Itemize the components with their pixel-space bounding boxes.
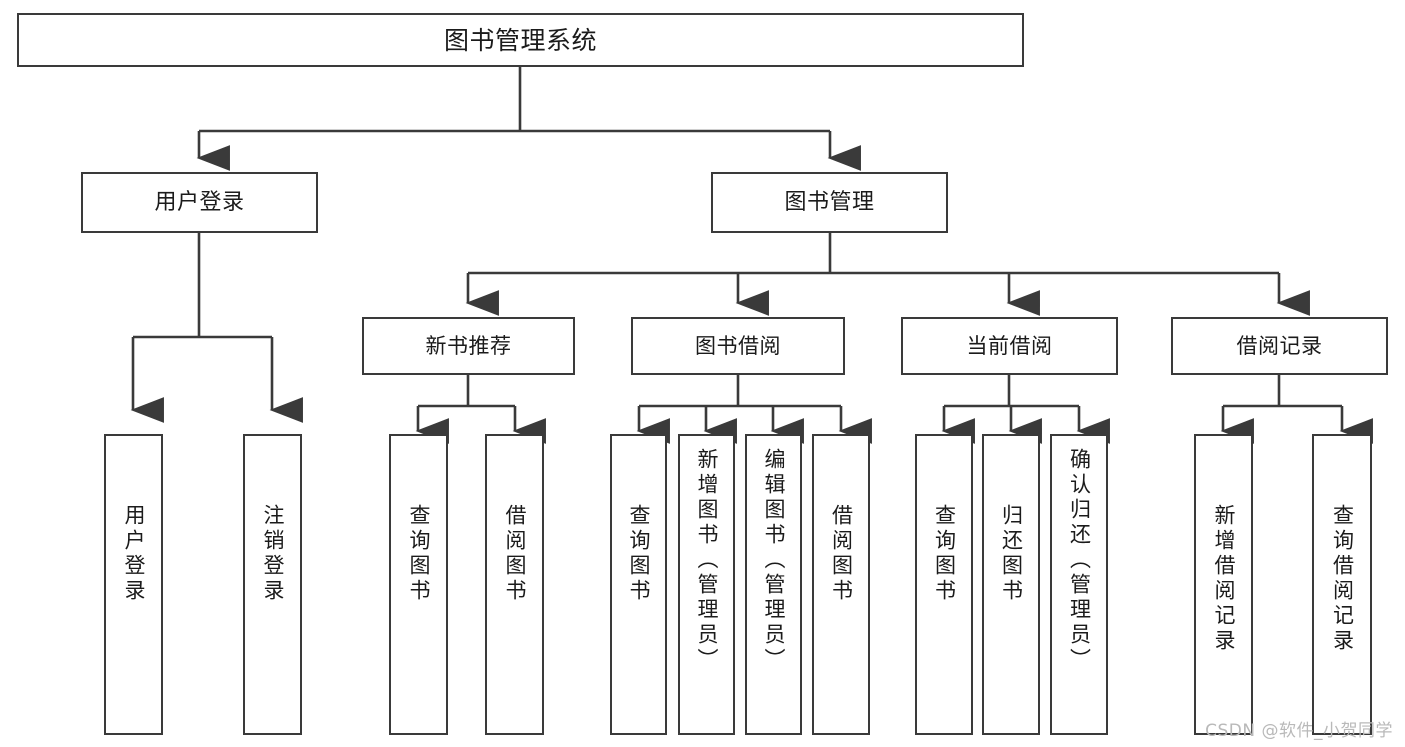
node-label: 借阅图书	[503, 504, 527, 604]
node-borrow-record[interactable]: 借阅记录	[1171, 317, 1388, 375]
node-label: 借阅记录	[1236, 333, 1323, 358]
node-label: 新增图书（管理员）	[695, 448, 719, 673]
watermark-text: CSDN @软件_小贺同学	[1205, 721, 1393, 741]
leaf-book-borrow-add-book-admin[interactable]: 新增图书（管理员）	[678, 434, 735, 735]
leaf-book-borrow-borrow-books[interactable]: 借阅图书	[812, 434, 870, 735]
node-label: 用户登录	[154, 189, 245, 215]
node-label: 新书推荐	[425, 333, 512, 358]
leaf-book-borrow-edit-book-admin[interactable]: 编辑图书（管理员）	[745, 434, 802, 735]
node-new-book-recommend[interactable]: 新书推荐	[362, 317, 575, 375]
node-label: 查询借阅记录	[1330, 504, 1355, 654]
leaf-user-login-logout[interactable]: 注销登录	[243, 434, 302, 735]
leaf-user-login-login[interactable]: 用户登录	[104, 434, 163, 735]
leaf-borrow-record-add-record[interactable]: 新增借阅记录	[1194, 434, 1253, 735]
node-book-borrow[interactable]: 图书借阅	[631, 317, 845, 375]
node-label: 查询图书	[932, 504, 957, 604]
leaf-new-book-borrow-books[interactable]: 借阅图书	[485, 434, 544, 735]
node-label: 图书管理	[784, 189, 875, 215]
leaf-new-book-query-books[interactable]: 查询图书	[389, 434, 448, 735]
node-label: 归还图书	[999, 504, 1024, 604]
node-label: 图书借阅	[695, 333, 781, 358]
node-label: 当前借阅	[966, 333, 1053, 358]
node-label: 新增借阅记录	[1212, 504, 1236, 654]
node-current-borrow[interactable]: 当前借阅	[901, 317, 1118, 375]
node-book-management[interactable]: 图书管理	[711, 172, 948, 233]
leaf-book-borrow-query-books[interactable]: 查询图书	[610, 434, 667, 735]
leaf-current-borrow-return-books[interactable]: 归还图书	[982, 434, 1040, 735]
node-label: 查询图书	[407, 504, 431, 604]
node-label: 编辑图书（管理员）	[762, 448, 786, 673]
leaf-current-borrow-confirm-return-admin[interactable]: 确认归还（管理员）	[1050, 434, 1108, 735]
node-label: 注销登录	[261, 504, 285, 604]
node-root-book-management-system[interactable]: 图书管理系统	[17, 13, 1024, 67]
node-label: 用户登录	[122, 504, 146, 604]
node-label: 借阅图书	[829, 504, 854, 604]
node-user-login[interactable]: 用户登录	[81, 172, 318, 233]
node-label: 图书管理系统	[443, 25, 597, 55]
leaf-borrow-record-query-record[interactable]: 查询借阅记录	[1312, 434, 1372, 735]
node-label: 查询图书	[627, 504, 651, 604]
node-label: 确认归还（管理员）	[1067, 448, 1092, 673]
leaf-current-borrow-query-books[interactable]: 查询图书	[915, 434, 973, 735]
